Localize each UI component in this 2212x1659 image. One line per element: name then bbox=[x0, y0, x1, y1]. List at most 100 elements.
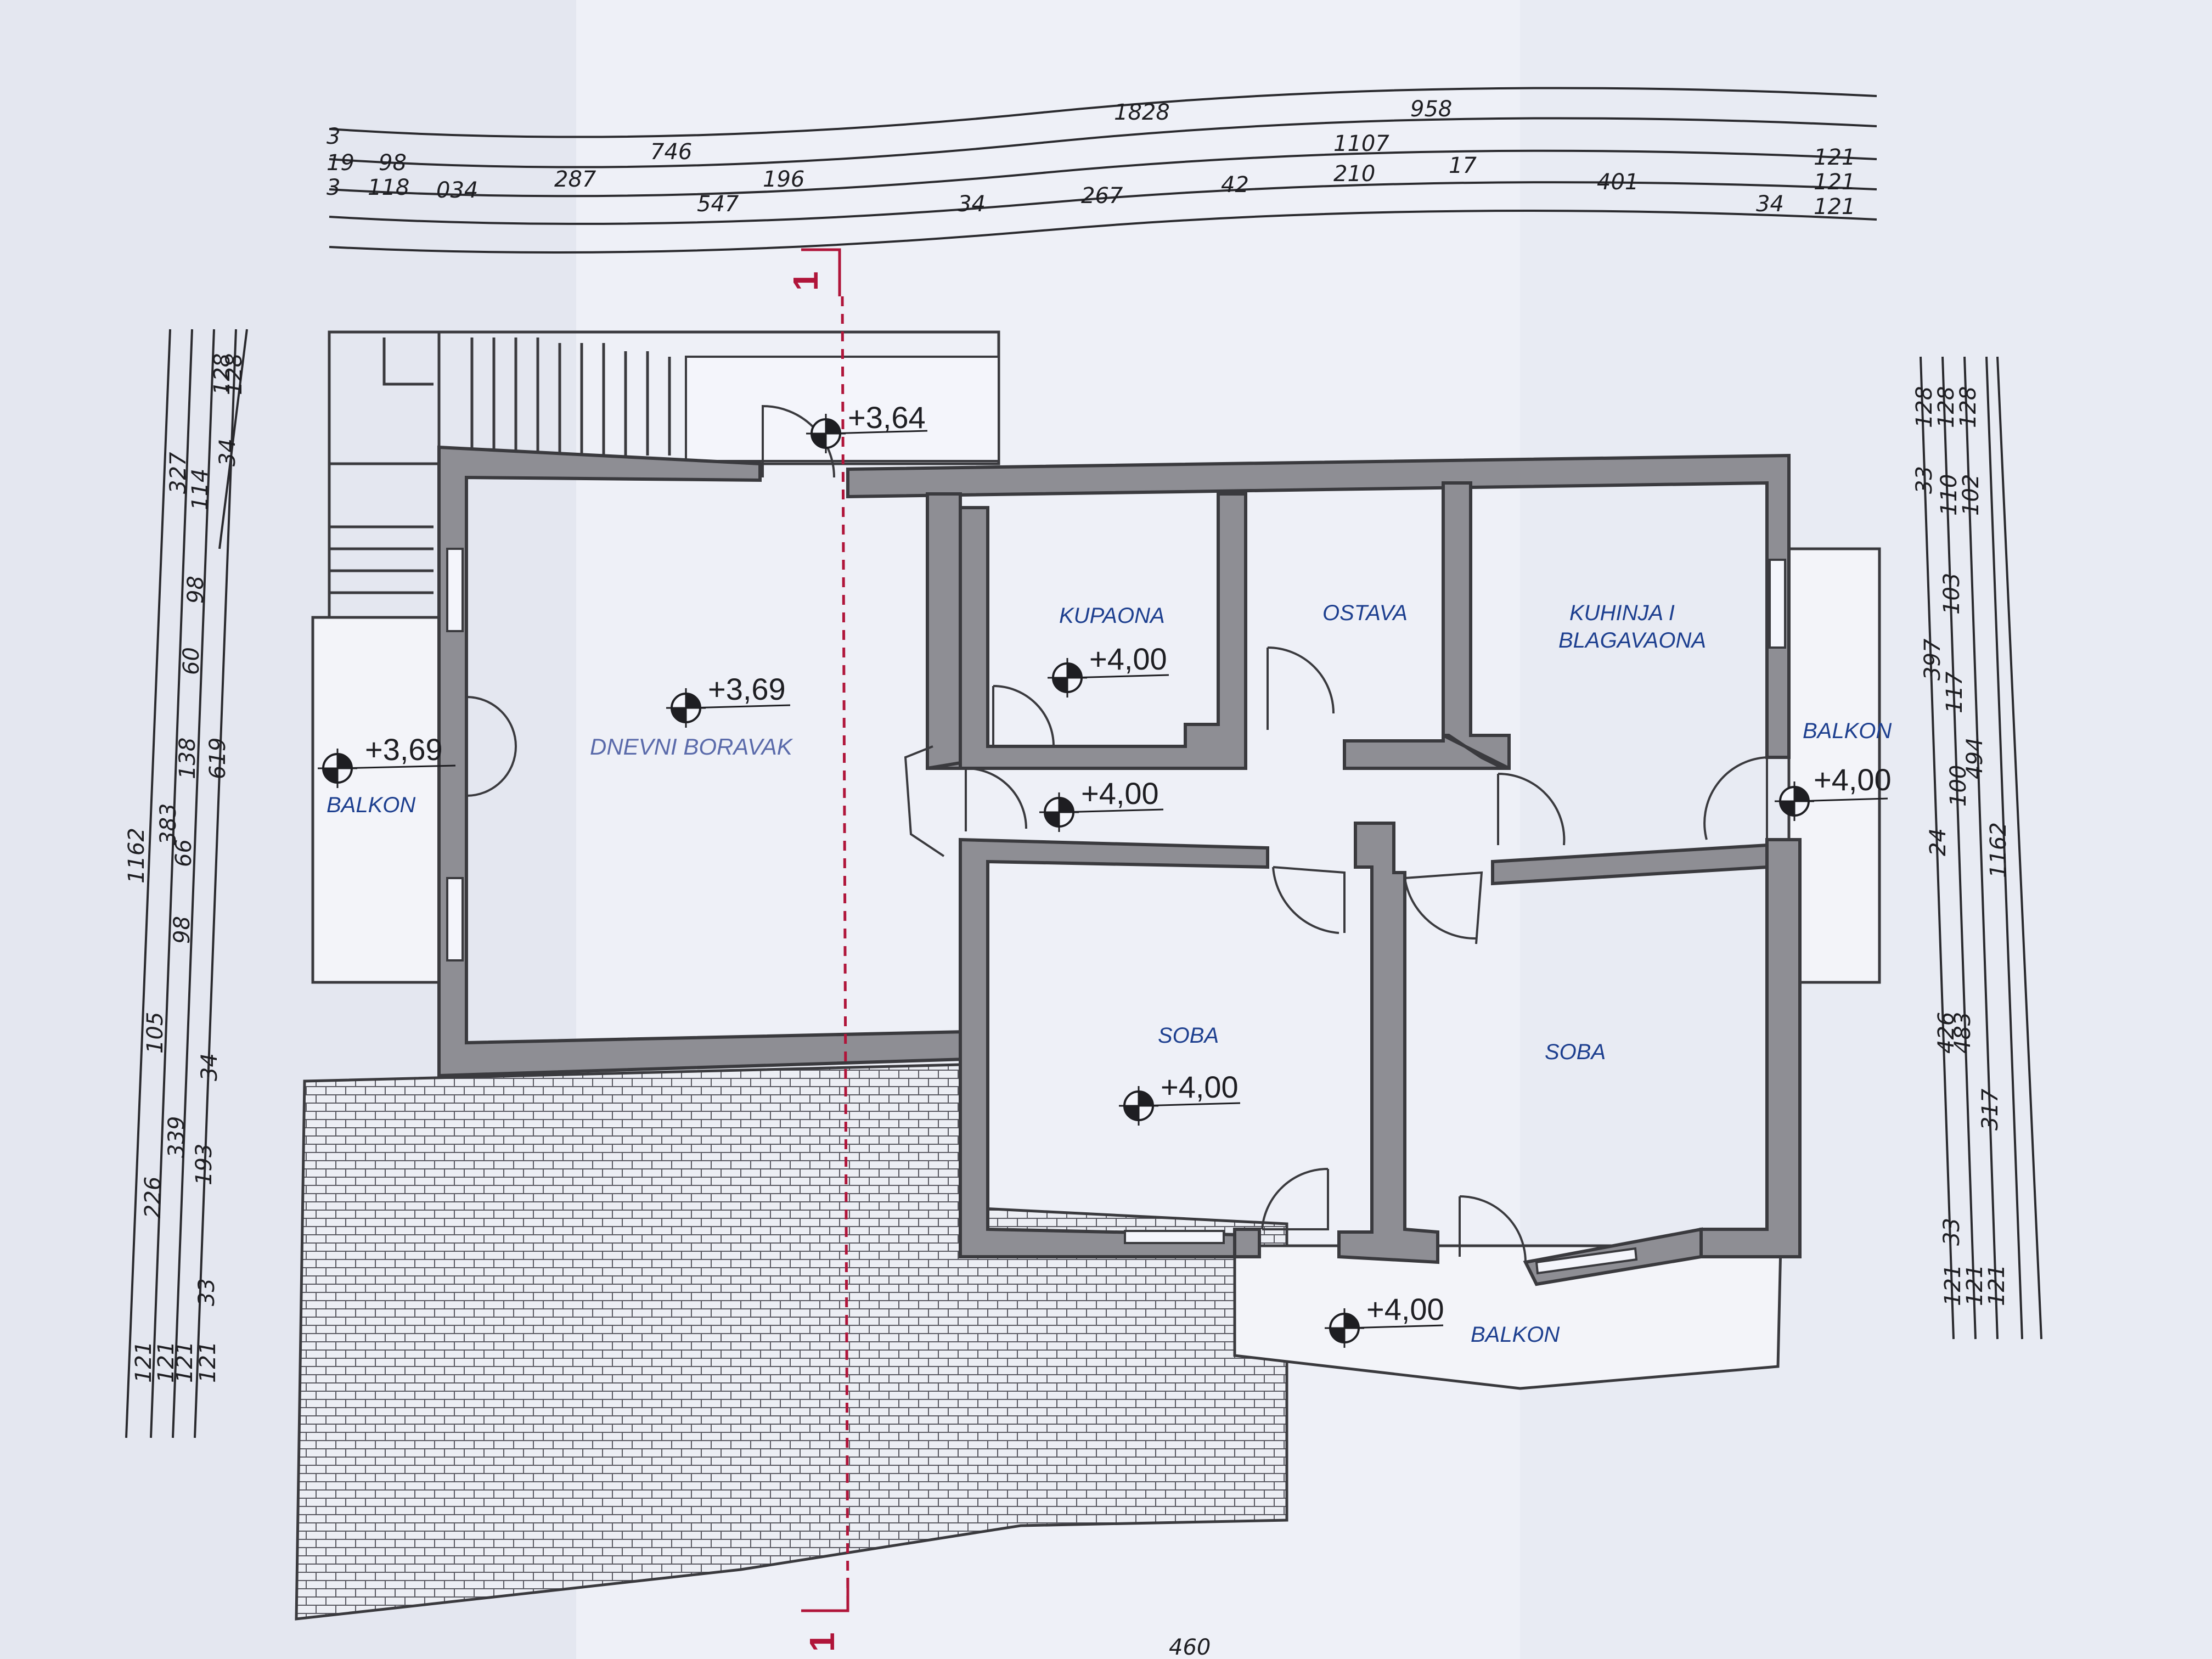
dim-label: 121 bbox=[195, 1341, 221, 1383]
dim-label: 1107 bbox=[1333, 131, 1389, 156]
room-kupaona: KUPAONA bbox=[1059, 604, 1165, 628]
dim-label: 34 bbox=[197, 1053, 222, 1081]
dim-label: 42 bbox=[1221, 172, 1249, 198]
room-kuhinja-line2: BLAGAVAONA bbox=[1558, 628, 1706, 653]
dim-label: 121 bbox=[1984, 1264, 2010, 1306]
level-hall: +4,00 bbox=[1081, 776, 1159, 811]
balcony-bottom bbox=[1233, 1244, 1782, 1390]
dim-label: 114 bbox=[188, 469, 213, 510]
dim-label: 128 bbox=[222, 353, 247, 395]
paved-terrace bbox=[295, 1063, 1288, 1621]
dim-label: 110 bbox=[1937, 474, 1962, 516]
level-markers: +3,64 +3,69 +3,69 +4,00 +4,00 +4,00 +4,0… bbox=[317, 400, 1892, 1349]
room-labels: KUPAONA OSTAVA KUHINJA I BLAGAVAONA DNEV… bbox=[327, 601, 1892, 1347]
dim-label: 746 bbox=[650, 139, 692, 165]
dim-label: 33 bbox=[194, 1278, 219, 1306]
dim-label: 105 bbox=[143, 1012, 168, 1054]
dim-label: 17 bbox=[1449, 153, 1477, 178]
section-line: 1 1 bbox=[786, 248, 849, 1652]
dim-label: 267 bbox=[1081, 183, 1123, 209]
left-dimension-text: 1162 121 327 383 226 121 114 98 60 138 6… bbox=[124, 353, 247, 1383]
dim-label: 33 bbox=[1912, 466, 1937, 494]
left-dimension-lines bbox=[125, 329, 248, 1438]
dim-label: 121 bbox=[131, 1341, 156, 1383]
dim-label: 66 bbox=[171, 839, 196, 867]
dim-label: 1162 bbox=[124, 828, 149, 884]
dim-label: 19 bbox=[327, 150, 354, 176]
dim-label-bottom: 460 bbox=[1169, 1635, 1211, 1659]
dim-label: 33 bbox=[1939, 1218, 1965, 1246]
level-stair-landing: +3,64 bbox=[848, 400, 926, 435]
dim-label: 383 bbox=[156, 803, 181, 845]
balcony-left bbox=[311, 616, 441, 984]
room-balkon-right: BALKON bbox=[1803, 719, 1892, 743]
balcony-right bbox=[1787, 547, 1881, 984]
level-kupaona: +4,00 bbox=[1089, 642, 1167, 676]
dim-label: 339 bbox=[164, 1116, 189, 1158]
dim-label: 317 bbox=[1978, 1088, 2003, 1131]
dim-label: 287 bbox=[554, 167, 596, 192]
dim-label: 1162 bbox=[1986, 822, 2011, 878]
room-ostava: OSTAVA bbox=[1322, 601, 1408, 625]
dim-label: 128 bbox=[1934, 386, 1959, 428]
dim-label: 121 bbox=[1814, 194, 1855, 220]
dim-label: 128 bbox=[1912, 386, 1937, 428]
dim-label: 121 bbox=[1940, 1264, 1966, 1306]
dim-label: 60 bbox=[179, 647, 204, 675]
dim-label: 426 bbox=[1934, 1012, 1959, 1054]
dim-label: 397 bbox=[1920, 638, 1945, 681]
dim-label: 226 bbox=[140, 1177, 166, 1218]
dim-label: 3 bbox=[327, 175, 340, 200]
dim-label: 327 bbox=[166, 452, 191, 494]
dim-label: 118 bbox=[368, 175, 409, 200]
dim-label: 121 bbox=[1814, 170, 1855, 195]
dim-label: 98 bbox=[183, 576, 209, 604]
room-soba-1: SOBA bbox=[1158, 1023, 1219, 1048]
dim-label: 401 bbox=[1597, 170, 1639, 195]
dim-label: 103 bbox=[1939, 573, 1965, 615]
dim-label: 100 bbox=[1946, 765, 1971, 807]
section-marker-bottom: 1 bbox=[802, 1632, 842, 1652]
top-dimension-lines bbox=[329, 87, 1877, 254]
level-soba1: +4,00 bbox=[1161, 1070, 1239, 1104]
dim-label: 121 bbox=[1962, 1264, 1988, 1306]
dim-label: 102 bbox=[1958, 474, 1984, 516]
dim-label: 98 bbox=[379, 150, 407, 176]
right-dimension-lines bbox=[1920, 356, 2042, 1340]
room-balkon-left: BALKON bbox=[327, 793, 415, 817]
room-soba-2: SOBA bbox=[1545, 1040, 1606, 1064]
doors bbox=[466, 404, 1768, 1263]
dim-label: 121 bbox=[172, 1341, 198, 1383]
dim-label: 34 bbox=[1756, 192, 1784, 217]
dim-label: 117 bbox=[1942, 671, 1967, 713]
walls bbox=[437, 445, 1802, 1286]
dim-label: 547 bbox=[697, 192, 739, 217]
dim-label: 483 bbox=[1950, 1012, 1975, 1054]
level-dnevni: +3,69 bbox=[708, 672, 786, 706]
dim-label: 121 bbox=[154, 1341, 179, 1383]
dim-label: 619 bbox=[205, 738, 230, 779]
dim-label: 958 bbox=[1410, 97, 1452, 122]
windows bbox=[446, 548, 1786, 1275]
dim-label: 210 bbox=[1333, 161, 1375, 187]
right-dimension-text: 128 33 397 426 33 121 128 110 103 117 10… bbox=[1912, 386, 2011, 1306]
dim-label: 128 bbox=[1956, 386, 1981, 428]
dim-label: 24 bbox=[1926, 828, 1951, 856]
dim-label: 494 bbox=[1962, 738, 1988, 779]
dim-label: 128 bbox=[210, 353, 235, 395]
room-balkon-bottom: BALKON bbox=[1471, 1323, 1560, 1347]
dim-label: 121 bbox=[1814, 145, 1855, 170]
dim-label: 34 bbox=[958, 192, 986, 217]
dim-label: 138 bbox=[175, 738, 200, 779]
dim-label: 193 bbox=[192, 1144, 217, 1185]
dim-label: 196 bbox=[763, 167, 804, 192]
level-balkon-right: +4,00 bbox=[1814, 762, 1892, 797]
dim-label: 34 bbox=[215, 438, 240, 466]
level-balkon-bottom: +4,00 bbox=[1366, 1292, 1444, 1326]
dim-label: 034 bbox=[436, 178, 478, 203]
dim-label: 1828 bbox=[1114, 100, 1170, 125]
dim-label: 98 bbox=[170, 916, 195, 944]
section-marker-top: 1 bbox=[786, 271, 825, 291]
level-balkon-left: +3,69 bbox=[365, 732, 443, 767]
